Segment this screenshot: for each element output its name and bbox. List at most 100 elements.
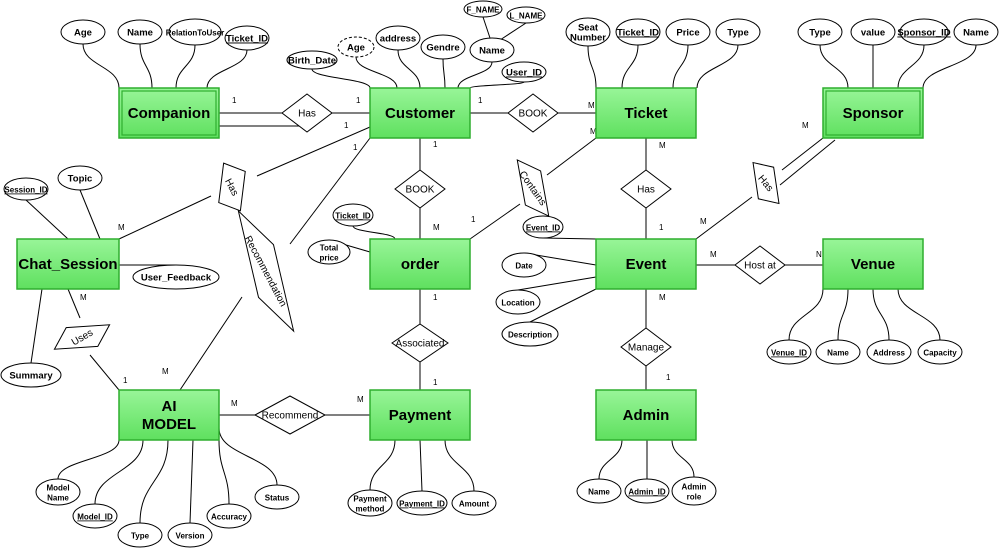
attribute-label: Type — [131, 532, 150, 541]
entity-label: Chat_Session — [18, 256, 117, 273]
attribute-ai-id[interactable]: Model_ID — [72, 503, 118, 529]
attribute-cust-lname[interactable]: L_NAME — [506, 6, 546, 24]
attribute-spon-id[interactable]: Sponsor_ID — [897, 18, 951, 46]
attribute-ai-status[interactable]: Status — [254, 484, 300, 510]
attribute-chat-id[interactable]: Session_ID — [3, 177, 49, 201]
relationship-host-at[interactable]: Host at — [734, 245, 786, 285]
attribute-ev-desc[interactable]: Description — [501, 321, 559, 347]
attribute-ai-accuracy[interactable]: Accuracy — [206, 503, 252, 529]
entity-companion[interactable]: Companion — [118, 87, 220, 139]
relationship-uses[interactable]: Uses — [48, 308, 116, 366]
attribute-tick-id[interactable]: Ticket_ID — [615, 18, 661, 46]
attribute-connector — [922, 44, 977, 89]
relationship-sponsor-has[interactable]: Has — [738, 154, 793, 211]
attribute-ven-address[interactable]: Address — [866, 339, 912, 365]
attribute-pay-amount[interactable]: Amount — [451, 490, 497, 516]
attribute-cust-gendre[interactable]: Gendre — [420, 34, 466, 60]
relationship-label: Associated — [396, 339, 445, 350]
attribute-ev-loc[interactable]: Location — [495, 289, 541, 315]
entity-ticket[interactable]: Ticket — [595, 87, 697, 139]
attribute-label: Date — [515, 262, 533, 271]
entity-sponsor[interactable]: Sponsor — [822, 87, 924, 139]
attribute-tick-type[interactable]: Type — [715, 18, 761, 46]
attribute-ellipse — [117, 522, 163, 548]
attribute-chat-topic[interactable]: Topic — [57, 165, 103, 191]
entity-admin[interactable]: Admin — [595, 389, 697, 441]
entity-event[interactable]: Event — [595, 238, 697, 290]
attribute-adm-name[interactable]: Name — [576, 478, 622, 504]
attribute-connector — [499, 22, 527, 41]
attribute-connector — [82, 43, 120, 89]
attribute-comp-ticket[interactable]: Ticket_ID — [224, 25, 270, 51]
relationship-diamond — [734, 245, 786, 285]
entity-payment[interactable]: Payment — [369, 389, 471, 441]
attribute-comp-age[interactable]: Age — [60, 19, 106, 45]
relationship-manage[interactable]: Manage — [620, 327, 672, 367]
attribute-chat-summary[interactable]: Summary — [0, 362, 62, 388]
attribute-cust-name[interactable]: Name — [469, 37, 515, 63]
relationship-cust-book-ticket[interactable]: BOOK — [507, 93, 559, 133]
attribute-ev-id[interactable]: Event_ID — [522, 215, 564, 239]
attribute-spon-type[interactable]: Type — [797, 18, 843, 46]
attribute-label: Name — [479, 46, 505, 57]
attribute-adm-id[interactable]: Admin_ID — [624, 478, 670, 504]
relationship-recommend[interactable]: Recommend — [253, 395, 327, 435]
attribute-spon-value[interactable]: value — [850, 18, 896, 46]
attribute-label: Capacity — [923, 349, 957, 358]
relationship-associated[interactable]: Associated — [391, 323, 449, 363]
attribute-label: Amount — [459, 500, 490, 509]
attribute-ai-version[interactable]: Version — [167, 522, 213, 548]
attribute-ven-name[interactable]: Name — [815, 339, 861, 365]
attribute-ellipse — [917, 339, 963, 365]
relationship-label: Manage — [628, 343, 665, 354]
relationship-diamond — [237, 209, 295, 333]
entity-customer[interactable]: Customer — [369, 87, 471, 139]
attribute-pay-id[interactable]: Payment_ID — [396, 490, 448, 516]
relationship-label: Recommend — [262, 411, 319, 422]
attribute-comp-rel[interactable]: RelationToUser — [166, 18, 225, 46]
key-attribute-ellipse — [615, 18, 661, 46]
entity-venue[interactable]: Venue — [822, 238, 924, 290]
attribute-comp-name[interactable]: Name — [117, 19, 163, 45]
attribute-label: Age — [347, 43, 365, 54]
relationship-recommendation[interactable]: Recommendation — [218, 204, 314, 338]
attribute-cust-birth[interactable]: Birth_Date — [286, 50, 338, 70]
relationship-connector — [781, 137, 824, 171]
attribute-ai-type[interactable]: Type — [117, 522, 163, 548]
relationship-chat-has[interactable]: Has — [203, 156, 260, 218]
attribute-ven-id[interactable]: Venue_ID — [766, 339, 812, 365]
relationship-cust-book-order[interactable]: BOOK — [394, 169, 446, 209]
attribute-label: Seat — [578, 23, 599, 34]
relationship-comp-has[interactable]: Has — [281, 93, 333, 133]
cardinality-label: 1 — [666, 373, 671, 382]
relationship-label: BOOK — [406, 185, 435, 196]
attribute-ord-ticket[interactable]: Ticket_ID — [332, 203, 374, 227]
attribute-cust-age[interactable]: Age — [337, 36, 375, 58]
entity-chat-session[interactable]: Chat_Session — [16, 238, 120, 290]
entity-label: Payment — [389, 407, 452, 424]
attribute-connector — [355, 56, 398, 89]
attribute-connector — [397, 49, 421, 89]
relationship-diamond — [391, 323, 449, 363]
entity-order[interactable]: order — [369, 238, 471, 290]
attribute-chat-feedback[interactable]: User_Feedback — [132, 264, 220, 290]
entity-box — [822, 87, 924, 139]
attribute-cust-address[interactable]: address — [375, 25, 421, 51]
attribute-ven-capacity[interactable]: Capacity — [917, 339, 963, 365]
attribute-spon-name[interactable]: Name — [953, 18, 999, 46]
attribute-cust-fname[interactable]: F_NAME — [463, 0, 503, 18]
attribute-connector — [79, 189, 101, 240]
attribute-tick-price[interactable]: Price — [665, 18, 711, 46]
attribute-cust-userid[interactable]: User_ID — [501, 61, 547, 83]
relationship-ticket-has[interactable]: Has — [620, 169, 672, 209]
relationship-connector — [67, 288, 81, 319]
attribute-ev-date[interactable]: Date — [501, 252, 547, 278]
relationship-contains[interactable]: Contains — [502, 153, 565, 224]
cardinality-label: M — [162, 367, 169, 376]
